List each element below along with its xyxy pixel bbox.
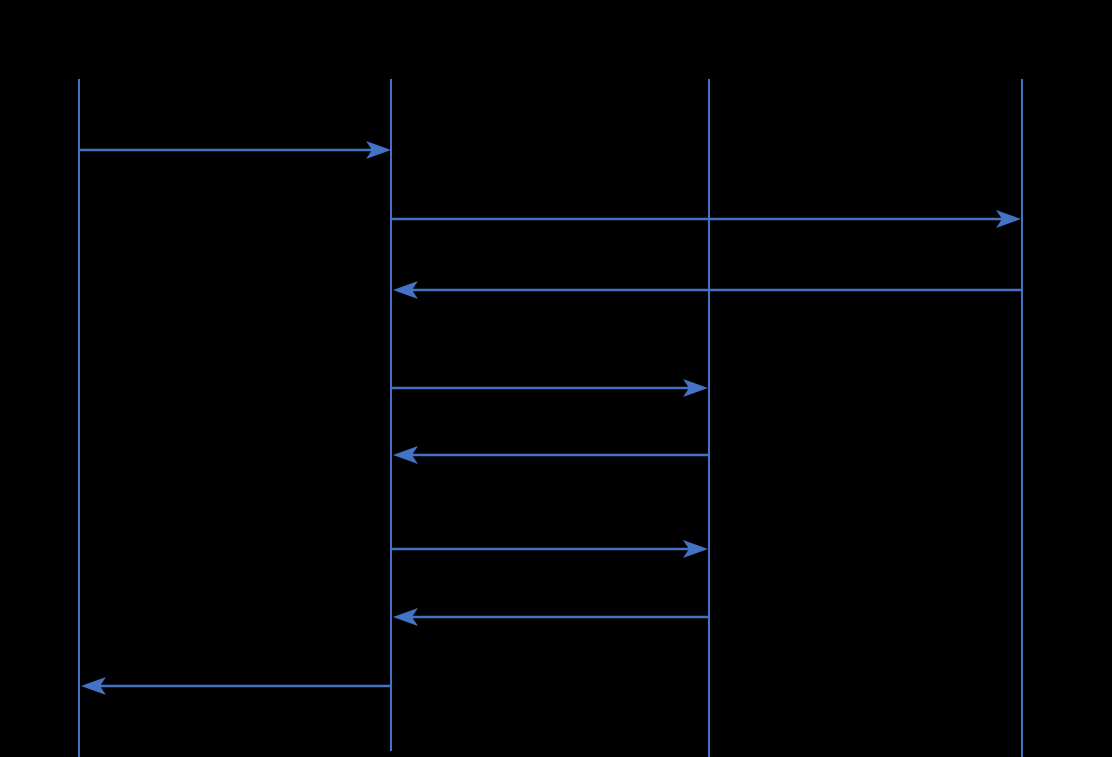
message-6-arrowhead-icon — [683, 540, 708, 558]
message-3-arrowhead-icon — [393, 281, 418, 299]
message-2-arrowhead-icon — [996, 210, 1021, 228]
message-4-arrowhead-icon — [683, 379, 708, 397]
message-8-arrowhead-icon — [81, 677, 106, 695]
message-7-arrowhead-icon — [393, 608, 418, 626]
message-5-arrowhead-icon — [393, 446, 418, 464]
message-1-arrowhead-icon — [366, 141, 391, 159]
